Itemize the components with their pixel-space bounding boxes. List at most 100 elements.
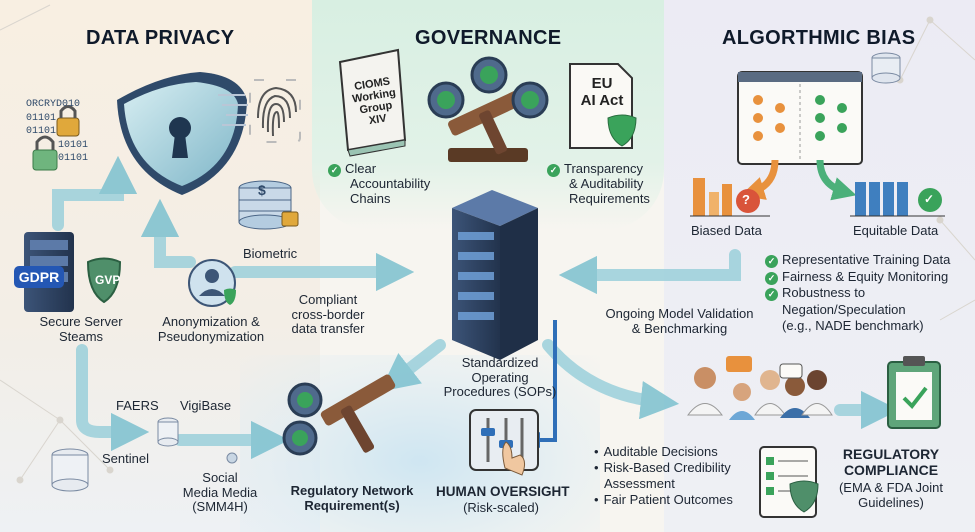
binary-stream: ORCRYD010 01101 01101 10101 01101: [26, 98, 88, 166]
arrow-center-to-network: [379, 339, 446, 392]
social-line: Media Media: [182, 484, 258, 500]
biased-data-label: Biased Data: [691, 223, 762, 238]
transparency-line: Transparency: [564, 161, 643, 176]
gvp-shield-icon: [86, 257, 122, 304]
network-line: Regulatory Network: [290, 483, 414, 498]
sops-label: Standardized Operating Procedures (SOPs): [436, 355, 564, 400]
equitable-data-label: Equitable Data: [853, 223, 939, 238]
privacy-title: DATA PRIVACY: [86, 27, 235, 49]
shield-icon: [117, 72, 247, 195]
bullet-icon: •: [594, 444, 599, 459]
cross-border-line: Compliant: [298, 292, 358, 307]
svg-text:$: $: [258, 182, 266, 198]
dollar-icon: $: [258, 182, 266, 198]
human-oversight-title: HUMAN OVERSIGHT: [436, 484, 570, 499]
compliance-line: COMPLIANCE: [843, 461, 939, 478]
arrow-center-to-outcomes: [542, 339, 680, 420]
accountability-line: Chains: [350, 190, 391, 206]
check-icon: ✓: [765, 255, 778, 268]
compliance-line: REGULATORY: [842, 446, 940, 462]
arrow-to-equitable: [816, 159, 857, 201]
binary-line: 10101: [58, 139, 89, 151]
compliance-title: REGULATORY COMPLIANCE: [828, 446, 954, 478]
outcome-item: Risk-Based Credibility: [603, 459, 731, 475]
bias-check-cont: Negation/Speculation: [782, 301, 906, 317]
arrow-server-down: [76, 344, 150, 452]
gear-check-icons: [427, 56, 549, 119]
anonymization-line: Anonymization &: [162, 314, 260, 329]
binary-line: 01101: [58, 153, 89, 164]
team-people-icon: [687, 356, 833, 420]
human-oversight-sub: (Risk-scaled): [463, 500, 539, 515]
speed-lines: [218, 94, 248, 126]
gdpr-badge: GDPR: [14, 266, 64, 288]
faers-label: FAERS: [116, 398, 159, 413]
cross-border-label: Compliant cross-border data transfer: [282, 292, 374, 337]
outcome-item: Fair Patient Outcomes: [603, 491, 733, 507]
bias-check-item: Robustness to: [782, 285, 866, 300]
control-panel-icon: [469, 409, 539, 476]
arrow-server-up: [52, 155, 138, 231]
padlock-green-icon: [32, 135, 58, 171]
outcome-item-cont: Assessment: [604, 475, 675, 491]
binary-line: ORCRYD010: [26, 99, 81, 110]
neural-network-monitor-icon: [737, 71, 863, 165]
arrow-center-to-oversight: [524, 320, 557, 448]
central-server-icon: [452, 190, 538, 360]
padlock-icon: [56, 105, 80, 137]
bias-title: ALGORTHMIC BIAS: [722, 27, 916, 49]
anonymization-line: Pseudonymization: [157, 328, 265, 344]
eu-ai-act-title: EU AI Act: [574, 75, 630, 109]
cross-border-line: data transfer: [291, 321, 365, 337]
check-icon: ✓: [765, 271, 778, 285]
network-gavel-icon: [282, 374, 396, 456]
bullet-icon: •: [594, 459, 599, 475]
fingerprint-icon: [249, 79, 301, 143]
arrow-anon-up: [140, 198, 196, 268]
transparency-line: Requirements: [569, 190, 650, 206]
check-icon: ✓: [328, 164, 341, 177]
small-database-icon: [157, 417, 179, 447]
database-coin-icon: [238, 180, 299, 230]
anonymization-label: Anonymization & Pseudonymization: [150, 314, 272, 344]
validation-label: Ongoing Model Validation & Benchmarking: [597, 306, 762, 336]
cioms-book-title: CIOMS Working Group XIV: [348, 75, 401, 130]
compliance-sub-line: Guidelines): [858, 494, 924, 510]
social-line: (SMM4H): [192, 499, 248, 515]
sops-line: Procedures (SOPs): [443, 384, 557, 400]
eu-line: EU: [591, 75, 613, 92]
bias-check-item: Fairness & Equity Monitoring: [782, 268, 949, 284]
eu-line: AI Act: [580, 91, 624, 109]
cioms-book-icon: [338, 48, 407, 157]
social-media-label: Social Media Media (SMM4H): [174, 470, 266, 515]
sentinel-label: Sentinel: [102, 451, 149, 466]
validation-line: & Benchmarking: [631, 320, 728, 336]
eu-document-icon: [569, 63, 637, 149]
bullet-icon: •: [594, 491, 599, 507]
bias-check-cont: (e.g., NADE benchmark): [782, 318, 924, 333]
secure-server-line: Steams: [58, 328, 104, 344]
vigibase-label: VigiBase: [180, 398, 232, 413]
biased-bar-chart: [690, 178, 770, 217]
gvp-badge: GVP: [95, 273, 121, 287]
outcomes-list: •Auditable Decisions •Risk-Based Credibi…: [594, 444, 733, 507]
binary-line: 01101: [26, 112, 57, 124]
network-line: Requirement(s): [304, 497, 400, 513]
regulatory-network-label: Regulatory Network Requirement(s): [278, 483, 426, 513]
biometric-label: Biometric: [243, 246, 298, 261]
equitable-bar-chart: [850, 182, 945, 217]
transparency-item: ✓Transparency & Auditability Requirement…: [547, 161, 650, 206]
transparency-line: & Auditability: [569, 176, 644, 191]
sops-line: Standardized: [461, 355, 539, 370]
compliance-clipboard-icon: [887, 356, 941, 429]
governance-title: GOVERNANCE: [415, 27, 562, 49]
cross-border-line: cross-border: [291, 306, 365, 322]
flow-arrows: [52, 155, 900, 460]
sops-line: Operating: [471, 369, 529, 385]
equitable-check-icon: ✓: [924, 192, 935, 206]
compliance-sub-line: (EMA & FDA Joint: [838, 480, 944, 495]
accountability-item: ✓Clear Accountability Chains: [328, 161, 430, 206]
database-icon: [871, 52, 901, 84]
accountability-line: Clear: [345, 161, 377, 176]
